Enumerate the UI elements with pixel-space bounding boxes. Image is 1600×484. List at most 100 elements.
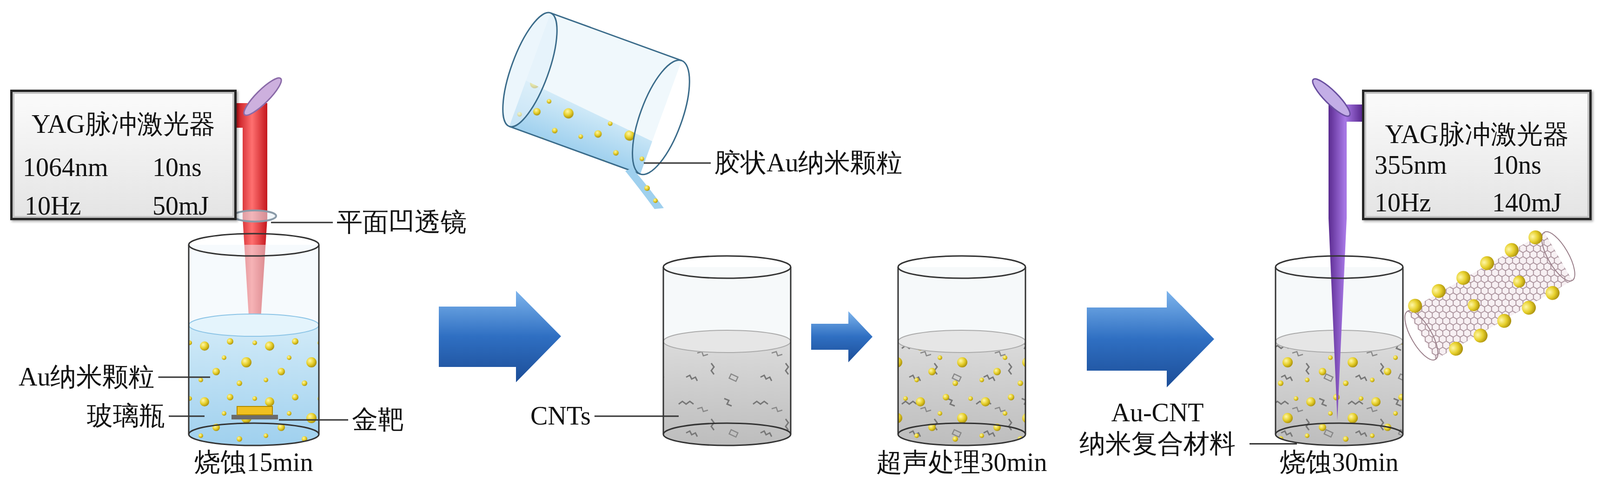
au-nanoparticles: [188, 314, 319, 446]
mixing-beaker: [1024, 267, 1027, 435]
concave-lens: [233, 210, 277, 222]
ablation-beaker-glass: [1275, 423, 1403, 446]
pouring-beaker: [550, 13, 682, 61]
pouring-beaker: [509, 126, 641, 175]
process-arrow: [438, 290, 562, 383]
step-caption: 烧蚀15min: [194, 447, 313, 479]
leader-line: [1249, 443, 1297, 445]
au-particle: [1510, 273, 1528, 291]
cnt-beaker: [663, 256, 791, 446]
laser-name: YAG脉冲激光器: [1364, 119, 1590, 151]
liquid: [898, 330, 1026, 446]
mirror: [1308, 74, 1355, 121]
liquid: [663, 330, 791, 446]
au-cnt-tube: [1398, 306, 1445, 365]
laser-param: 355nm: [1374, 149, 1448, 181]
au-particle: [1454, 268, 1474, 288]
au-particle: [644, 185, 650, 192]
laser-param: 10Hz: [24, 190, 81, 222]
au-particle: [1477, 253, 1497, 273]
cnt-beaker: [663, 256, 791, 279]
ablation-beaker-glass: [1275, 256, 1403, 446]
mirror: [239, 73, 286, 120]
laser-param: 10ns: [1492, 149, 1542, 181]
glass-vial: [188, 244, 319, 446]
mixing-beaker: [897, 267, 900, 435]
glass-vial: [318, 244, 320, 435]
leader-line: [594, 416, 679, 418]
ablation-beaker-glass: [1402, 267, 1404, 435]
au-cnt-tube: [1407, 232, 1573, 360]
ablation-beaker-glass: [1275, 256, 1403, 279]
step-caption: 烧蚀30min: [1279, 447, 1399, 479]
part-label: 玻璃瓶: [86, 400, 166, 432]
part-label: CNTs: [530, 400, 591, 432]
cnts: [663, 330, 791, 446]
au-particle: [1526, 228, 1546, 248]
laser-param: 10Hz: [1374, 187, 1431, 219]
part-label: Au纳米颗粒: [18, 361, 155, 393]
cnt-beaker: [663, 423, 791, 446]
laser-param: 140mJ: [1492, 187, 1562, 219]
mixing-beaker: [898, 256, 1026, 279]
part-label: 金靶: [351, 404, 404, 436]
pouring-beaker: [491, 6, 702, 182]
mixing-beaker: [898, 330, 1026, 353]
cnt-beaker: [663, 330, 791, 353]
carbon-lattice: [1407, 232, 1573, 360]
au-particle: [1494, 311, 1515, 331]
laser-param: 10ns: [152, 152, 202, 184]
pour-stream: [625, 168, 664, 210]
laser-param: 1064nm: [22, 152, 109, 184]
au-nanoparticles: [898, 330, 1026, 446]
gold-target: [237, 406, 273, 416]
au-particle: [1446, 339, 1466, 359]
glass-vial: [188, 233, 319, 446]
cnt-beaker: [790, 267, 792, 435]
au-particle: [1501, 240, 1521, 260]
leader-line: [271, 222, 333, 224]
glass-vial: [188, 233, 319, 257]
leader-line: [643, 162, 711, 165]
glass-vial: [188, 423, 319, 446]
liquid-surface: [188, 314, 319, 337]
liquid: [188, 314, 319, 446]
cnts: [898, 330, 1026, 446]
pouring-beaker: [620, 53, 701, 182]
glass-vial: [188, 244, 190, 435]
process-arrow: [1086, 290, 1215, 388]
au-particle: [1429, 281, 1449, 301]
au-particle: [1405, 296, 1425, 316]
au-particle: [1471, 326, 1491, 346]
product-label: Au-CNT 纳米复合材料: [1069, 397, 1246, 460]
cnt-beaker: [663, 267, 791, 446]
mixing-beaker: [898, 256, 1026, 446]
mixing-beaker: [898, 423, 1026, 446]
step-caption: 超声处理30min: [876, 447, 1047, 479]
laser-param: 50mJ: [152, 190, 209, 222]
au-cnt-tube: [1394, 219, 1586, 373]
au-particle: [1542, 283, 1562, 303]
part-label: 胶状Au纳米颗粒: [714, 147, 903, 179]
pouring-beaker: [491, 6, 569, 133]
laser-box: YAG脉冲激光器355nm 10ns 10Hz 140mJ: [1361, 89, 1592, 221]
leader-line: [168, 416, 205, 418]
process-arrow: [811, 311, 873, 363]
mixing-beaker: [898, 267, 1026, 446]
au-particle: [1465, 297, 1483, 314]
laser-box: YAG脉冲激光器 1064nm 10ns 10Hz 50mJ: [10, 89, 237, 221]
laser-beam: [1328, 104, 1362, 421]
cnt-beaker: [662, 267, 665, 435]
leader-line: [278, 419, 349, 422]
laser-name: YAG脉冲激光器: [12, 108, 235, 140]
leader-line: [158, 376, 211, 379]
au-cnt-tube: [1535, 227, 1581, 286]
part-label: 平面凹透镜: [336, 206, 467, 239]
au-particle: [1519, 298, 1539, 318]
target-base: [231, 415, 278, 420]
au-particle: [653, 198, 658, 204]
